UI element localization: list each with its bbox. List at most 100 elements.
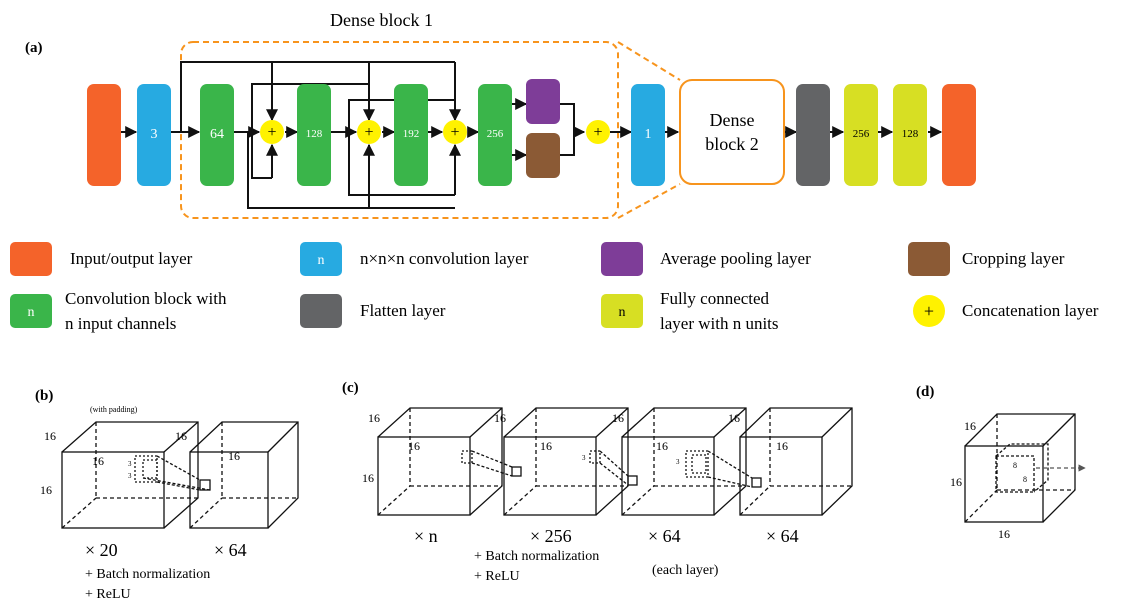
fc-layer-128-label: 128 — [902, 128, 919, 140]
panel-c-label: (c) — [342, 380, 359, 396]
legend-convolution: n×n×n convolution layer — [360, 249, 529, 268]
panel-d-dim-left: 16 — [950, 475, 962, 489]
panel-b-note-relu: + ReLU — [85, 587, 131, 601]
concat-node-4 — [586, 120, 610, 144]
concat-node-1-plus: + — [267, 124, 276, 141]
conv-block-64 — [200, 84, 234, 186]
legend-swatch-convolution-n: n — [318, 253, 325, 268]
panel-c-dim-depth-3: 16 — [656, 439, 668, 453]
conv-layer-3 — [137, 84, 171, 186]
concat-node-3-plus: + — [450, 124, 459, 141]
main-flow-arrows — [121, 98, 943, 161]
conv-block-64-label: 64 — [210, 127, 224, 142]
output-layer — [942, 84, 976, 186]
panel-c-mult-256: × 256 — [530, 526, 572, 546]
panel-b-out-dim-top: 16 — [175, 429, 187, 443]
panel-c-kernel-3b: 3 — [676, 458, 680, 466]
concat-node-4-plus: + — [593, 124, 602, 141]
panel-d-dim-top: 16 — [964, 419, 976, 433]
panel-b-dim-top: 16 — [44, 429, 56, 443]
panel-d-dim8-a: 8 — [1013, 461, 1017, 470]
panel-c-dim-depth-4: 16 — [776, 439, 788, 453]
legend-swatch-concat — [913, 295, 945, 327]
panel-c-dim-top-4: 16 — [728, 411, 740, 425]
panel-d-label: (d) — [916, 384, 934, 400]
legend-input-output: Input/output layer — [70, 249, 193, 268]
dense-block2 — [679, 79, 785, 185]
conv-block-192-label: 192 — [403, 128, 420, 140]
panel-c-each-layer: (each layer) — [652, 563, 719, 578]
panel-b-dim-left: 16 — [40, 483, 52, 497]
panel-b-note-bn: + Batch normalization — [85, 567, 210, 582]
legend: Input/output layer n n×n×n convolution l… — [10, 242, 1099, 333]
dense-block1-title: Dense block 1 — [330, 10, 433, 30]
legend-swatch-cropping — [908, 242, 950, 276]
panel-c-note-relu: + ReLU — [474, 569, 520, 584]
panel-c-mult-64b: × 64 — [766, 526, 799, 546]
panel-b-label: (b) — [35, 388, 53, 404]
panel-b-dim-depth: 16 — [92, 454, 104, 468]
legend-swatch-flatten — [300, 294, 342, 328]
skip-connections-bottom — [247, 132, 461, 209]
legend-swatch-fc-n: n — [619, 305, 626, 320]
fc-layer-256 — [844, 84, 878, 186]
flatten-layer — [796, 84, 830, 186]
panel-d-dim-bottom: 16 — [998, 527, 1010, 541]
panel-c-note-bn: + Batch normalization — [474, 549, 599, 564]
conv-block-192 — [394, 84, 428, 186]
padding-note: (with padding) — [90, 405, 138, 414]
panel-d-cube — [964, 413, 1076, 523]
legend-avg-pool: Average pooling layer — [660, 249, 811, 268]
legend-swatch-convolution — [300, 242, 342, 276]
panel-c-dim-top-2: 16 — [494, 411, 506, 425]
panel-b-cube-output — [142, 421, 299, 529]
panel-c-kernel-3a: 3 — [582, 454, 586, 462]
legend-swatch-avg-pool — [601, 242, 643, 276]
cropping-layer — [526, 133, 560, 178]
legend-swatch-fc — [601, 294, 643, 328]
conv-layer-1-label: 1 — [645, 127, 652, 142]
conv-block-256 — [478, 84, 512, 186]
conv-layer-3-label: 3 — [151, 127, 158, 142]
legend-swatch-conv-block — [10, 294, 52, 328]
panel-b-mult-20: × 20 — [85, 540, 118, 560]
panel-b-out-dim-depth: 16 — [228, 449, 240, 463]
legend-fc-line1: Fully connected — [660, 289, 770, 308]
legend-swatch-conv-block-n: n — [28, 305, 35, 320]
fc-layer-128 — [893, 84, 927, 186]
panel-c-dim-depth-1: 16 — [408, 439, 420, 453]
dense-block2-line1: Dense — [710, 110, 755, 130]
legend-concat: Concatenation layer — [962, 301, 1099, 320]
legend-conv-block-line1: Convolution block with — [65, 289, 227, 308]
panel-c-dim-top-3: 16 — [612, 411, 624, 425]
concat-node-2-plus: + — [364, 124, 373, 141]
panel-c-dim-depth-2: 16 — [540, 439, 552, 453]
panel-b-kernel-3b: 3 — [128, 472, 132, 480]
fc-layer-256-label: 256 — [853, 128, 870, 140]
panel-c-dim-top-1: 16 — [368, 411, 380, 425]
panel-b-kernel-3a: 3 — [128, 460, 132, 468]
dense-block2-line2: block 2 — [705, 134, 759, 154]
concat-node-2 — [357, 120, 381, 144]
panel-c-mult-n: × n — [414, 526, 438, 546]
zoom-line-top — [617, 41, 681, 81]
avg-pool-layer — [526, 79, 560, 124]
input-layer — [87, 84, 121, 186]
panel-b-cube-input — [61, 421, 199, 529]
conv-block-256-label: 256 — [487, 128, 504, 140]
legend-flatten: Flatten layer — [360, 301, 446, 320]
legend-swatch-input-output — [10, 242, 52, 276]
panel-b-mult-64: × 64 — [214, 540, 247, 560]
legend-fc-line2: layer with n units — [660, 314, 779, 333]
zoom-line-bottom — [617, 183, 681, 219]
legend-conv-block-line2: n input channels — [65, 314, 176, 333]
legend-swatch-concat-plus: + — [924, 301, 934, 321]
concat-node-1 — [260, 120, 284, 144]
conv-block-128 — [297, 84, 331, 186]
panel-d-dim8-b: 8 — [1023, 475, 1027, 484]
panel-c-dim-left-1: 16 — [362, 471, 374, 485]
legend-cropping: Cropping layer — [962, 249, 1065, 268]
conv-block-128-label: 128 — [306, 128, 323, 140]
conv-layer-1 — [631, 84, 665, 186]
